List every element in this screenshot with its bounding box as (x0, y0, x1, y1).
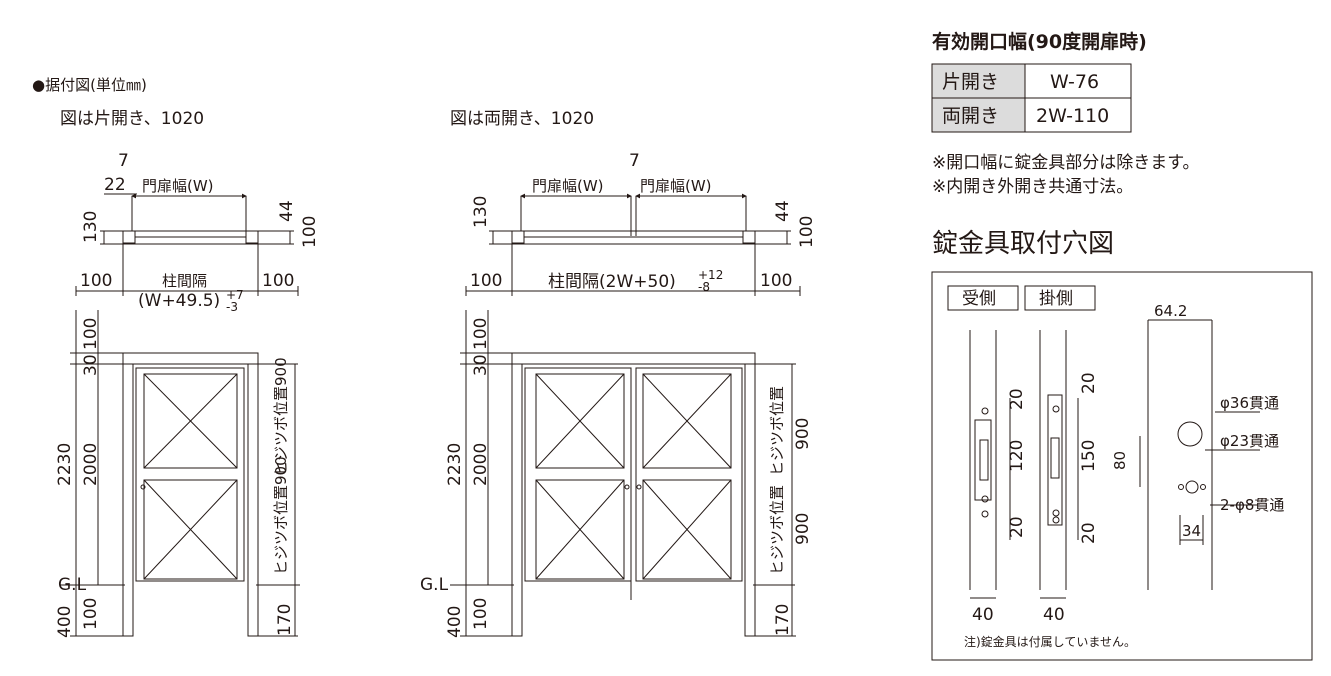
lock-receive-label: 受側 (962, 289, 996, 309)
double-gate-width-right: 門扉幅(W) (640, 177, 712, 195)
double-dim-2000: 2000 (471, 443, 491, 486)
double-dim-100-top: 100 (471, 318, 491, 350)
lock-dim-64: 64.2 (1154, 302, 1187, 320)
lock-h-dim-150: 150 (1079, 440, 1099, 472)
single-dim-2230: 2230 (55, 443, 75, 486)
single-tol-plus: +7 (226, 288, 244, 302)
single-dim-130: 130 (81, 211, 101, 243)
double-gate-drawing (450, 193, 801, 637)
single-post-gap-formula: (W+49.5) (138, 291, 220, 311)
lock-h-dim-20b: 20 (1079, 522, 1099, 544)
lock-r-width: 40 (972, 605, 994, 625)
lock-title: 錠金具取付穴図 (932, 229, 1114, 259)
double-tol-plus: +12 (698, 268, 723, 282)
double-hinge-upper-value: 900 (793, 418, 813, 450)
single-post-left: 100 (80, 271, 112, 291)
lock-dim-80: 80 (1111, 451, 1129, 470)
lock-r-dim-20a: 20 (1007, 388, 1027, 410)
single-dim-100-right: 100 (300, 216, 320, 248)
double-tol-minus: -8 (698, 280, 710, 294)
double-dim-170: 170 (773, 604, 793, 636)
double-dim-400: 400 (445, 606, 465, 638)
single-caption: 図は片開き、1020 (60, 109, 204, 129)
double-hinge-upper-label: ヒジツボ位置 (768, 386, 786, 476)
single-hinge-upper: ヒジツボ位置900 (272, 357, 290, 476)
double-hinge-lower-label: ヒジツボ位置 (768, 485, 786, 575)
double-hinge-lower-value: 900 (793, 513, 813, 545)
opening-row1-value: W-76 (1050, 71, 1099, 93)
double-dim-2230: 2230 (445, 443, 465, 486)
opening-row2-value: 2W-110 (1036, 105, 1109, 127)
double-caption: 図は両開き、1020 (450, 109, 594, 129)
single-gate-drawing (60, 193, 300, 637)
single-dim-2000: 2000 (81, 443, 101, 486)
lock-hang-label: 掛側 (1039, 289, 1073, 309)
double-post-left: 100 (470, 271, 502, 291)
double-dim-100-bottom: 100 (471, 598, 491, 630)
double-post-gap-formula: 柱間隔(2W+50) (548, 272, 676, 292)
double-dim-100-right: 100 (797, 216, 817, 248)
single-gate-width: 門扉幅(W) (142, 177, 214, 195)
single-gl: G.L (58, 575, 87, 595)
opening-table (931, 63, 1132, 133)
left-heading: ●据付図(単位㎜) (32, 76, 147, 94)
single-post-right: 100 (262, 271, 294, 291)
lock-dim-34: 34 (1182, 522, 1201, 540)
double-post-right: 100 (760, 271, 792, 291)
single-dim-100-top: 100 (81, 318, 101, 350)
single-dim-100-bottom: 100 (81, 598, 101, 630)
opening-title: 有効開口幅(90度開扉時) (932, 30, 1147, 53)
single-dim-7: 7 (118, 151, 129, 171)
single-dim-170: 170 (275, 604, 295, 636)
double-gl: G.L (420, 575, 449, 595)
single-hinge-lower: ヒジツボ位置900 (272, 456, 290, 575)
lock-hole-36: φ36貫通 (1220, 394, 1279, 412)
lock-hole-8: 2-φ8貫通 (1220, 496, 1284, 514)
double-dim-130: 130 (471, 196, 491, 228)
double-dim-30: 30 (471, 354, 491, 376)
lock-note: 注)錠金具は付属していません。 (964, 634, 1136, 649)
single-post-gap: 柱間隔 (162, 272, 207, 290)
single-tol-minus: -3 (226, 300, 238, 314)
single-dim-22: 22 (104, 175, 126, 195)
lock-r-dim-20b: 20 (1007, 516, 1027, 538)
lock-h-width: 40 (1043, 605, 1065, 625)
double-dim-44: 44 (773, 200, 793, 222)
lock-hole-23: φ23貫通 (1220, 432, 1279, 450)
opening-row1-type: 片開き (942, 71, 999, 93)
lock-h-dim-20a: 20 (1079, 372, 1099, 394)
opening-note1: ※開口幅に錠金具部分は除きます。 (932, 153, 1200, 173)
double-gate-width-left: 門扉幅(W) (532, 177, 604, 195)
single-dim-400: 400 (55, 606, 75, 638)
lock-hole-drawing (931, 271, 1313, 661)
opening-row2-type: 両開き (942, 105, 999, 127)
lock-r-dim-120: 120 (1007, 440, 1027, 472)
opening-note2: ※内開き外開き共通寸法。 (932, 177, 1133, 197)
double-dim-7: 7 (629, 151, 640, 171)
single-dim-44: 44 (277, 200, 297, 222)
single-dim-30: 30 (81, 354, 101, 376)
